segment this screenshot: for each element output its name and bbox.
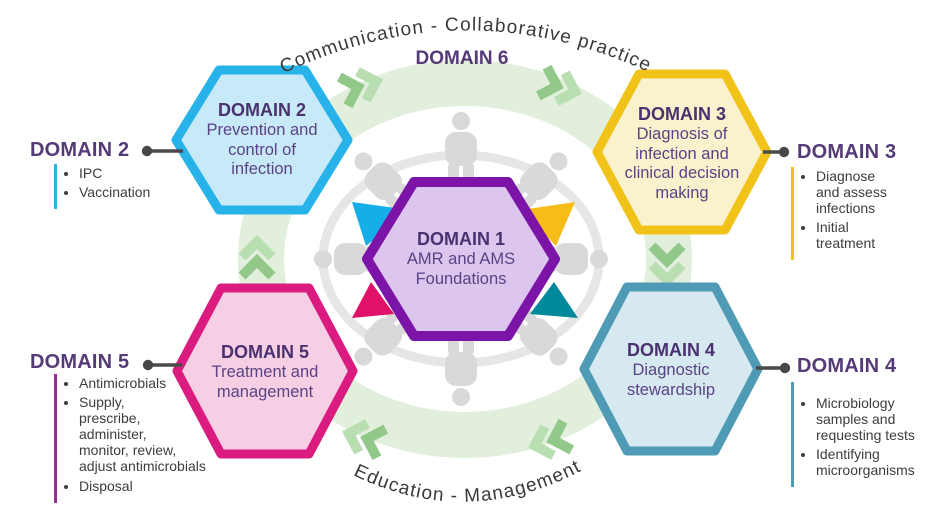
bullet-item: Antimicrobials: [79, 375, 219, 391]
bullet-item: Identifying microorganisms: [816, 446, 936, 478]
annotation-domain-2-heading: DOMAIN 2: [30, 139, 130, 161]
bullet-item: IPC: [79, 165, 179, 181]
hexagon-domain-5: [172, 283, 358, 459]
hexagon-domain-4: [579, 282, 763, 456]
bullet-item: Diagnose and assess infections: [816, 168, 921, 216]
triangle-accent-yellow: [521, 202, 575, 246]
annotation-domain-5-heading: DOMAIN 5: [30, 351, 130, 373]
annotation-domain-4-list: Microbiology samples and requesting test…: [791, 382, 936, 488]
connector-dots: [141, 145, 791, 374]
hexagon-domain-2: [171, 65, 353, 215]
domain-6-label: DOMAIN 6: [415, 48, 509, 69]
bottom-arc-label: Education - Management: [351, 456, 584, 507]
annotation-domain-5-list: Antimicrobials Supply, prescribe, admini…: [54, 374, 219, 503]
annotation-domain-2-list: IPC Vaccination: [54, 164, 179, 210]
annotation-domain-3-list: Diagnose and assess infections Initial t…: [791, 167, 921, 261]
triangle-accent-magenta: [352, 282, 394, 318]
bullet-item: Disposal: [79, 478, 219, 494]
hexagon-domain-1: [362, 177, 560, 341]
bullet-item: Vaccination: [79, 184, 179, 200]
annotation-domain-4-heading: DOMAIN 4: [797, 355, 897, 377]
triangle-accent-teal: [530, 282, 578, 318]
bullet-item: Supply, prescribe, administer, monitor, …: [79, 394, 219, 474]
annotation-domain-3-heading: DOMAIN 3: [797, 141, 897, 163]
bottom-arc-text: Education - Management: [351, 456, 585, 507]
connector-lines: [148, 149, 783, 370]
bullet-item: Microbiology samples and requesting test…: [816, 395, 936, 443]
hexagon-domain-3: [592, 69, 772, 235]
bullet-item: Initial treatment: [816, 219, 921, 251]
